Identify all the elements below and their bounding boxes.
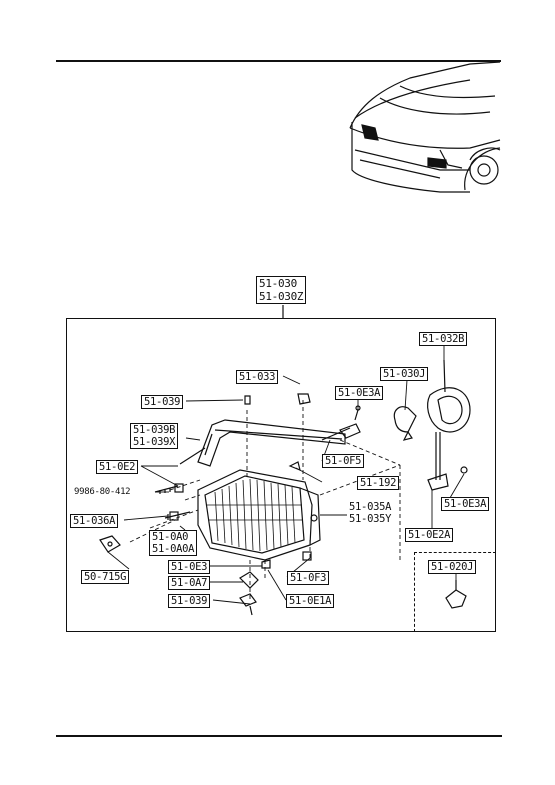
part-label-9986-80-412: 9986-80-412 <box>74 487 131 497</box>
part-label-51-035A-51-035Y: 51-035A 51-035Y <box>349 501 391 525</box>
part-label-51-032B: 51-032B <box>419 332 468 346</box>
part-label-51-0F3: 51-0F3 <box>287 571 330 585</box>
headlamp-body <box>197 469 321 561</box>
part-label-51-192: 51-192 <box>357 476 400 490</box>
part-label-51-0E1A: 51-0E1A <box>286 594 335 608</box>
car-front-illustration <box>349 61 501 193</box>
part-label-51-020J: 51-020J <box>428 560 477 574</box>
adjuster-screw-right <box>427 432 468 491</box>
part-label-51-0A0: 51-0A0 <box>152 531 189 543</box>
part-label-51-033: 51-033 <box>236 370 279 384</box>
optional-parts-dashed-box <box>414 552 496 632</box>
part-label-51-0F5: 51-0F5 <box>322 454 365 468</box>
small-bulb <box>445 580 467 609</box>
main-part-number: 51-030 <box>259 277 297 290</box>
adjuster-screw-top <box>321 405 361 441</box>
part-label-51-0A7: 51-0A7 <box>168 576 211 590</box>
top-rule <box>56 60 501 62</box>
part-label-51-039-bottom: 51-039 <box>168 594 211 608</box>
part-label-51-039B: 51-039B <box>133 424 176 436</box>
upper-bracket <box>179 419 346 467</box>
part-label-51-0E3: 51-0E3 <box>168 560 211 574</box>
bottom-rule <box>56 735 502 737</box>
part-label-51-0E2A: 51-0E2A <box>405 528 454 542</box>
part-label-51-035A: 51-035A <box>349 501 392 513</box>
part-label-51-030J: 51-030J <box>380 367 429 381</box>
part-label-51-0E3A-right: 51-0E3A <box>441 497 490 511</box>
main-assembly-label: 51-030 51-030Z <box>256 276 307 304</box>
assembly-frame <box>66 318 496 632</box>
part-label-51-0A0-51-0A0A: 51-0A0 51-0A0A <box>149 530 198 556</box>
bulb-socket <box>393 359 471 441</box>
part-label-51-0A0A: 51-0A0A <box>152 543 195 555</box>
part-label-51-0E3A-top: 51-0E3A <box>335 386 384 400</box>
part-label-51-039-top: 51-039 <box>141 395 184 409</box>
main-part-number-alt: 51-030Z <box>259 290 304 303</box>
part-label-51-036A: 51-036A <box>70 514 119 528</box>
part-label-51-039X: 51-039X <box>133 436 176 448</box>
part-label-51-039B-51-039X: 51-039B 51-039X <box>130 423 179 449</box>
part-label-51-035Y: 51-035Y <box>349 513 392 525</box>
part-label-51-0E2: 51-0E2 <box>96 460 139 474</box>
part-label-50-715G: 50-715G <box>81 570 130 584</box>
